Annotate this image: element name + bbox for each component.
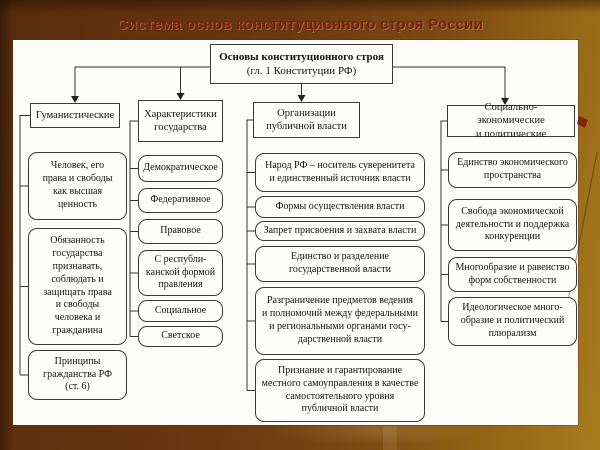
column-3-item-4: Единство и разделение государственной вл…: [255, 246, 425, 282]
slide-title: Система основ конституционного строя Рос…: [116, 16, 484, 33]
column-2-item-5: Социальное: [138, 300, 223, 322]
column-4-item-4: Идеологическое много- образие и политиче…: [448, 297, 577, 346]
column-3-item-5: Разграничение предметов ведения и полном…: [255, 287, 425, 355]
column-4-item-1: Единство экономического пространства: [448, 152, 577, 188]
arrow-col2: [176, 93, 185, 100]
column-2-header: Характеристики государства: [138, 100, 223, 142]
column-3-item-6: Признание и гарантирование местного само…: [255, 359, 425, 422]
column-1-item-1: Человек, его права и свободы как высшая …: [28, 152, 127, 220]
root-box: Основы конституционного строя (гл. 1 Кон…: [210, 44, 393, 84]
bracket-col3: [246, 119, 255, 391]
column-3-item-3: Запрет присвоения и захвата власти: [255, 221, 425, 241]
column-1-item-2: Обязанность государства признавать, собл…: [28, 228, 127, 345]
root-box-title: Основы конституционного строя: [219, 50, 384, 63]
bracket-col2: [129, 120, 138, 337]
column-1-item-3: Принципы гражданства РФ (ст. 6): [28, 350, 127, 400]
column-3-header: Организации публичной власти: [253, 102, 360, 138]
bracket-col1: [19, 115, 30, 376]
column-2-item-3: Правовое: [138, 219, 223, 244]
bracket-col4: [440, 120, 448, 322]
column-1-header: Гуманистические: [30, 103, 120, 128]
arrow-col1: [71, 96, 79, 103]
column-2-item-2: Федеративное: [138, 188, 223, 213]
arrow-col4: [501, 98, 509, 105]
column-4-item-2: Свобода экономической деятельности и под…: [448, 199, 577, 251]
column-2-item-4: С республи- канской формой правления: [138, 250, 223, 296]
column-4-item-3: Многообразие и равенство форм собственно…: [448, 257, 577, 292]
decoration-red-shape: [577, 116, 588, 128]
connector-root-to-col4: [393, 66, 506, 98]
root-box-subtitle: (гл. 1 Конституции РФ): [246, 65, 357, 77]
decoration-light-band: [383, 426, 397, 450]
column-3-item-1: Народ РФ – носитель суверенитета и единс…: [255, 153, 425, 192]
connector-root-to-col1: [74, 66, 210, 96]
column-3-item-2: Формы осуществления власти: [255, 196, 425, 218]
column-2-item-1: Демократическое: [138, 155, 223, 182]
column-2-item-6: Светское: [138, 326, 223, 347]
arrow-col3: [297, 95, 306, 102]
column-4-header: Социально-экономические и политические: [447, 102, 575, 140]
